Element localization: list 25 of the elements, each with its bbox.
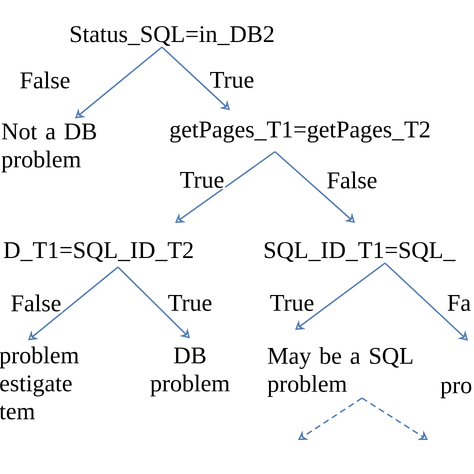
node-text: D_T1=SQL_ID_T2 (4, 242, 193, 262)
edge-label: True (178, 171, 226, 189)
arrow (274, 151, 355, 223)
node-text: DB problem (150, 348, 230, 396)
dashed-arrow (298, 398, 362, 440)
dashed-arrow (362, 398, 428, 440)
arrow (28, 266, 118, 340)
node-text: Not a DB problem (2, 124, 96, 172)
edge-label: Fa (446, 294, 472, 312)
arrow (175, 151, 276, 223)
edge-label: False (10, 294, 62, 312)
node-text: getPages_T1=getPages_T2 (170, 121, 430, 143)
node-text: Status_SQL=in_DB2 (70, 26, 274, 46)
arrow (295, 262, 386, 330)
node-text: pro (440, 382, 472, 398)
arrow (118, 266, 190, 338)
edge-label: False (18, 70, 72, 90)
node-text: SQL_ID_T1=SQL_ (264, 242, 456, 262)
edge-label: True (166, 294, 214, 312)
edge-label: True (268, 294, 316, 312)
edge-label: False (326, 170, 378, 190)
edge-label: True (208, 71, 256, 89)
arrow (162, 46, 230, 110)
arrow (75, 46, 162, 118)
node-text: May be a SQL problem (268, 347, 412, 397)
